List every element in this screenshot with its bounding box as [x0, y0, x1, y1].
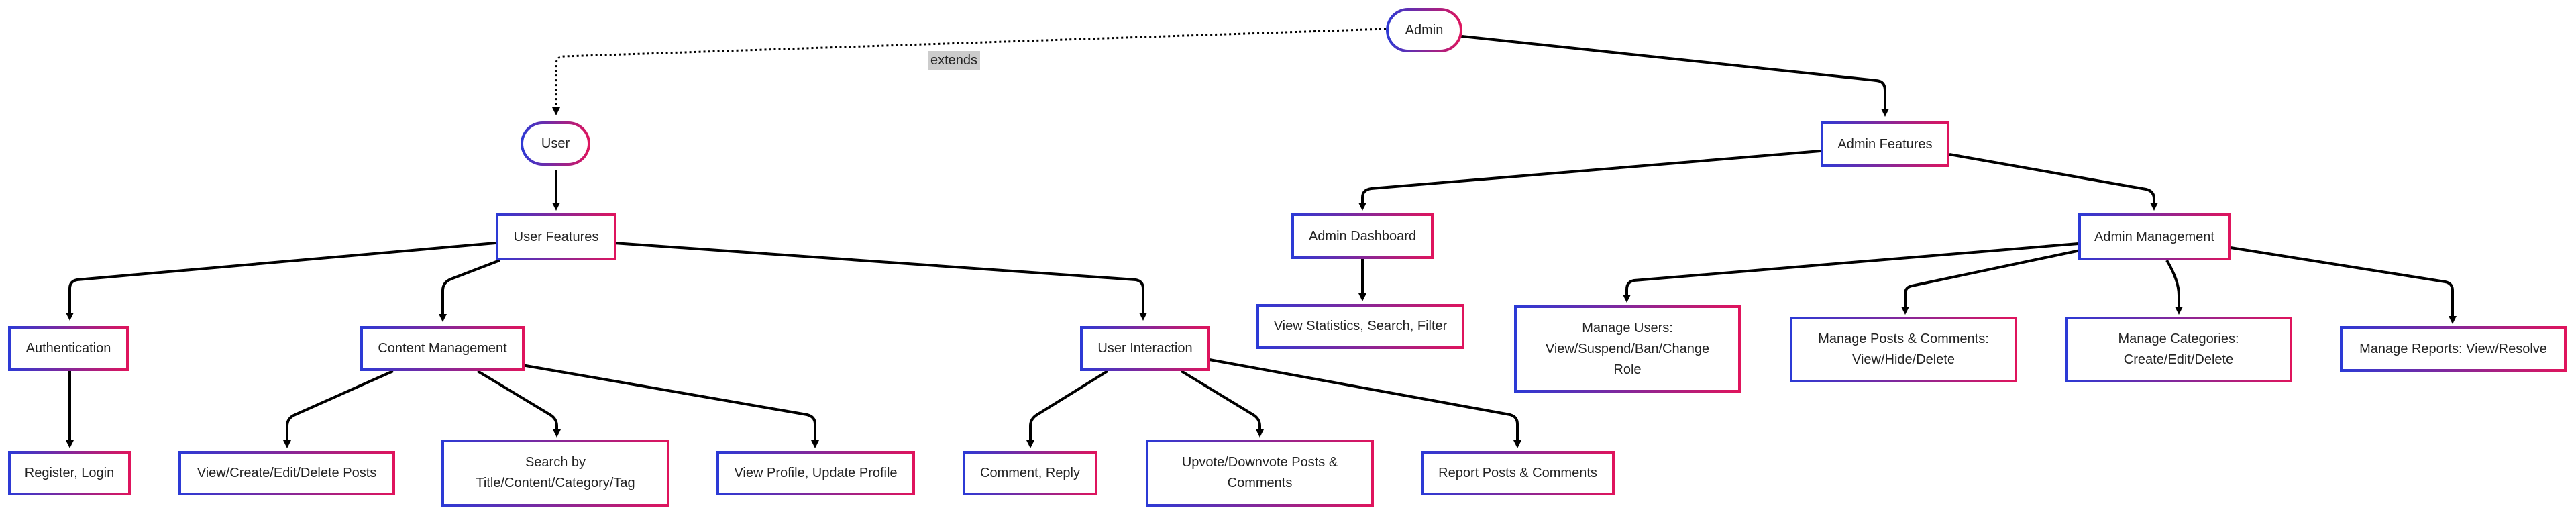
edge-label-extends: extends [928, 51, 981, 70]
node-view-profile[interactable]: View Profile, Update Profile [716, 451, 915, 495]
edge-uf-auth [66, 242, 496, 321]
node-authentication[interactable]: Authentication [8, 326, 129, 371]
edge-admin-adminfeatures [1455, 34, 1889, 117]
edge-content-profile [521, 364, 819, 448]
edge-content-search [476, 370, 561, 438]
edge-interaction-comment [1026, 370, 1109, 448]
node-upvote-downvote[interactable]: Upvote/Downvote Posts & Comments [1146, 440, 1374, 507]
node-user-interaction[interactable]: User Interaction [1080, 326, 1210, 371]
edge-mgmt-reports [2230, 246, 2457, 324]
edge-mgmt-posts [1901, 249, 2081, 315]
node-comment-reply[interactable]: Comment, Reply [963, 451, 1097, 495]
node-content-management[interactable]: Content Management [360, 326, 525, 371]
edge-mgmt-categories [2165, 259, 2183, 315]
node-admin-features[interactable]: Admin Features [1821, 121, 1949, 167]
edge-content-viewcreate [283, 370, 394, 448]
node-manage-reports[interactable]: Manage Reports: View/Resolve [2340, 326, 2567, 372]
node-admin-dashboard[interactable]: Admin Dashboard [1291, 213, 1434, 259]
edge-admin-user [552, 28, 1387, 115]
edge-af-dashboard [1358, 150, 1821, 211]
node-search-by[interactable]: Search by Title/Content/Category/Tag [441, 440, 669, 507]
edge-interaction-upvote [1180, 370, 1264, 438]
node-manage-categories[interactable]: Manage Categories: Create/Edit/Delete [2065, 317, 2292, 382]
edge-uf-interaction [613, 242, 1147, 321]
node-view-statistics[interactable]: View Statistics, Search, Filter [1256, 304, 1464, 349]
node-view-create-posts[interactable]: View/Create/Edit/Delete Posts [178, 451, 395, 495]
node-report-posts[interactable]: Report Posts & Comments [1421, 451, 1615, 495]
node-admin[interactable]: Admin [1386, 8, 1462, 52]
edge-interaction-report [1209, 358, 1521, 448]
node-register-login[interactable]: Register, Login [8, 451, 131, 495]
edge-uf-content [439, 259, 500, 322]
node-manage-posts-comments[interactable]: Manage Posts & Comments: View/Hide/Delet… [1790, 317, 2017, 382]
edge-mgmt-users [1623, 242, 2079, 303]
edge-af-management [1949, 153, 2158, 211]
node-manage-users[interactable]: Manage Users: View/Suspend/Ban/Change Ro… [1514, 305, 1741, 393]
node-user[interactable]: User [521, 121, 590, 166]
node-admin-management[interactable]: Admin Management [2078, 213, 2231, 260]
node-user-features[interactable]: User Features [496, 213, 616, 260]
